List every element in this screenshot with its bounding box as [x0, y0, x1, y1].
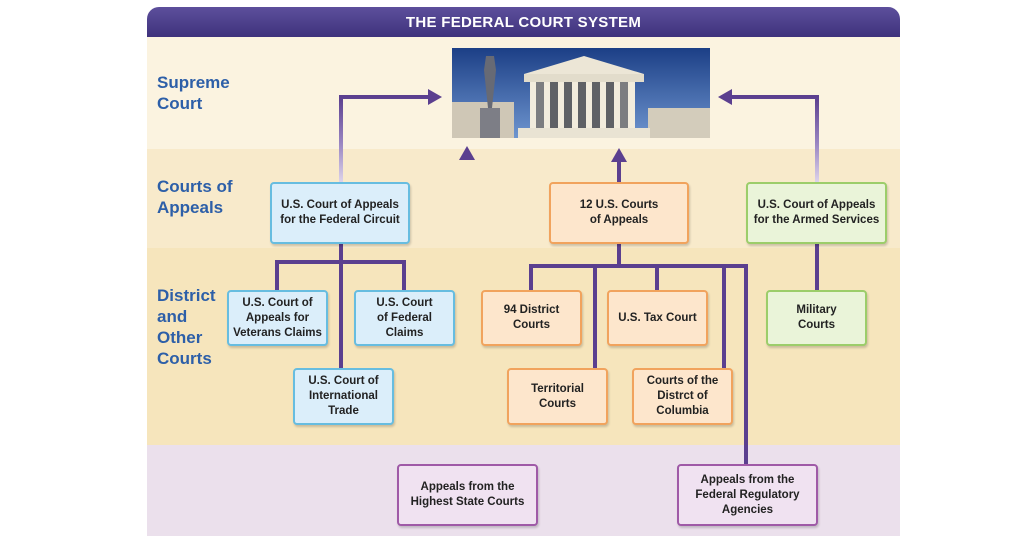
federal-circuit-appeals-box: U.S. Court of Appeals for the Federal Ci… [270, 182, 410, 244]
us-courts-of-appeals-box: 12 U.S. Courts of Appeals [549, 182, 689, 244]
diagram-title: The Federal Court System [147, 7, 900, 37]
dc-courts-box: Courts of the Distrct of Columbia [632, 368, 733, 425]
veterans-claims-box: U.S. Court of Appeals for Veterans Claim… [227, 290, 328, 346]
military-courts-box: Military Courts [766, 290, 867, 346]
state-courts-appeals-box: Appeals from the Highest State Courts [397, 464, 538, 526]
supreme-court-building-image [452, 48, 710, 138]
regulatory-agencies-appeals-box: Appeals from the Federal Regulatory Agen… [677, 464, 818, 526]
armed-services-appeals-box: U.S. Court of Appeals for the Armed Serv… [746, 182, 887, 244]
level-label-supreme: Supreme Court [157, 73, 230, 113]
tax-court-box: U.S. Tax Court [607, 290, 708, 346]
federal-claims-box: U.S. Court of Federal Claims [354, 290, 455, 346]
district-courts-box: 94 District Courts [481, 290, 582, 346]
international-trade-box: U.S. Court of International Trade [293, 368, 394, 425]
level-label-appeals: Courts of Appeals [157, 177, 233, 217]
level-label-district: District and Other Courts [157, 286, 216, 368]
territorial-courts-box: Territorial Courts [507, 368, 608, 425]
